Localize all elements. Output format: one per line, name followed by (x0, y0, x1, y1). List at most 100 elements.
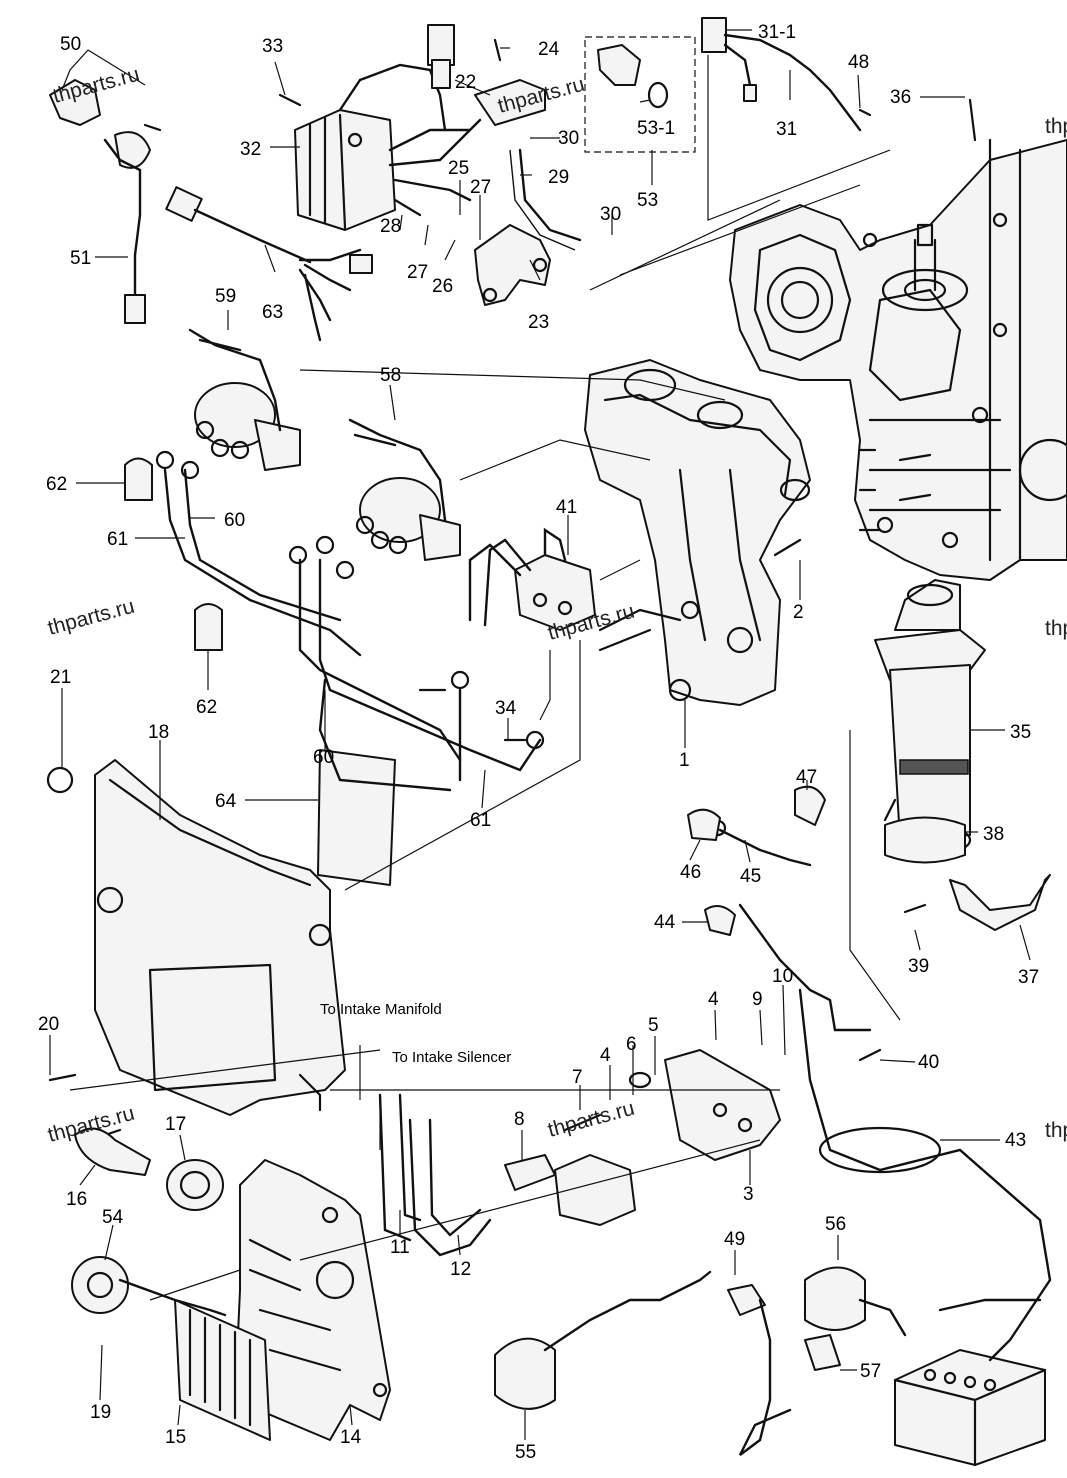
fasteners (46, 38, 977, 1137)
callout: 26 (432, 276, 453, 297)
callout: 60 (224, 510, 245, 531)
callout: 49 (724, 1229, 745, 1250)
callout: 1 (679, 750, 690, 771)
callout: 30 (558, 128, 579, 149)
lower-right-parts (494, 1266, 1047, 1467)
callout: 21 (50, 667, 71, 688)
callout: 62 (46, 474, 67, 495)
callout: 53 (637, 190, 658, 211)
callout: 38 (983, 824, 1004, 845)
cap-46 (687, 808, 721, 841)
electrical-bracket (584, 359, 811, 706)
battery-cables (155, 450, 545, 792)
callout: 4 (600, 1045, 611, 1066)
vacuum-parts (474, 79, 582, 306)
callout: 64 (215, 791, 237, 812)
callout: 7 (572, 1067, 583, 1088)
starter-relay-lower (348, 418, 461, 561)
callout: 11 (390, 1237, 410, 1258)
callout: 25 (448, 158, 469, 179)
hoses (378, 1093, 492, 1257)
watermark: thparts.ru (545, 1097, 637, 1142)
callout: 40 (918, 1052, 939, 1073)
callout: 3 (743, 1184, 754, 1205)
callout: 57 (860, 1361, 881, 1382)
callout: 29 (548, 167, 569, 188)
callout: 47 (796, 767, 817, 788)
callout: 8 (514, 1109, 525, 1130)
callout: 39 (908, 956, 929, 977)
watermark: thparts.ru (45, 595, 137, 640)
sensor-53 (597, 44, 641, 86)
callout: 5 (648, 1015, 659, 1036)
watermark: thp (1045, 115, 1067, 138)
note-intake-manifold: To Intake Manifold (320, 1001, 442, 1018)
callout: 43 (1005, 1130, 1026, 1151)
callout: 61 (470, 810, 491, 831)
rectifier-regulator (294, 24, 482, 231)
callout: 28 (380, 216, 401, 237)
callout: 37 (1018, 967, 1039, 988)
callout: 63 (262, 302, 283, 323)
callout: 54 (102, 1207, 124, 1228)
callout: 27 (470, 177, 491, 198)
cap-44 (704, 905, 736, 936)
callout: 22 (455, 72, 476, 93)
callout: 16 (66, 1189, 87, 1210)
lower-left-parts (71, 1127, 271, 1441)
callout: 44 (654, 912, 676, 933)
callout: 14 (340, 1427, 362, 1448)
callout: 55 (515, 1442, 536, 1463)
callout: 32 (240, 139, 261, 160)
callout: 45 (740, 866, 761, 887)
leader-lines (49, 29, 1031, 1440)
wiring-harness (165, 186, 373, 342)
callout: 10 (772, 966, 793, 987)
starter-motor (874, 579, 986, 856)
callout: 51 (70, 248, 91, 269)
harness-31 (701, 17, 891, 221)
callout: 18 (148, 722, 169, 743)
callout: 31-1 (758, 22, 796, 43)
terminal-cap-upper (124, 457, 153, 501)
callout: 17 (165, 1114, 186, 1135)
callout: 6 (626, 1034, 637, 1055)
callout: 61 (107, 529, 128, 550)
callout: 60 (313, 747, 334, 768)
callout: 24 (538, 39, 560, 60)
callout: 12 (450, 1259, 471, 1280)
terminal-cap-lower (194, 603, 223, 651)
label-plate (317, 749, 396, 886)
callout: 46 (680, 862, 701, 883)
callout: 2 (793, 602, 804, 623)
callout: 62 (196, 697, 217, 718)
callout: 20 (38, 1014, 59, 1035)
callout: 56 (825, 1214, 846, 1235)
callout: 36 (890, 87, 911, 108)
o-ring (647, 81, 669, 109)
callout-labels: 50 33 24 22 31-1 48 36 53-1 30 29 53 32 … (38, 22, 1039, 1463)
callout: 33 (262, 36, 283, 57)
starter-relay-upper (188, 328, 301, 471)
callout: 35 (1010, 722, 1031, 743)
callout: 58 (380, 365, 401, 386)
note-intake-silencer: To Intake Silencer (392, 1049, 511, 1066)
cap-47 (794, 785, 826, 826)
callout: 19 (90, 1402, 111, 1423)
callout: 15 (165, 1427, 186, 1448)
callout: 9 (752, 989, 763, 1010)
callout: 59 (215, 286, 236, 307)
callout: 48 (848, 52, 869, 73)
switch-assembly (49, 79, 151, 324)
sensor-box (584, 36, 696, 153)
watermark: thp (1045, 1119, 1067, 1142)
relay-unit (468, 527, 596, 631)
callout: 50 (60, 34, 81, 55)
callout: 30 (600, 204, 621, 225)
watermark: thp (1045, 617, 1067, 640)
callout: 27 (407, 262, 428, 283)
cover-panel (94, 759, 346, 1116)
callout: 34 (495, 698, 517, 719)
